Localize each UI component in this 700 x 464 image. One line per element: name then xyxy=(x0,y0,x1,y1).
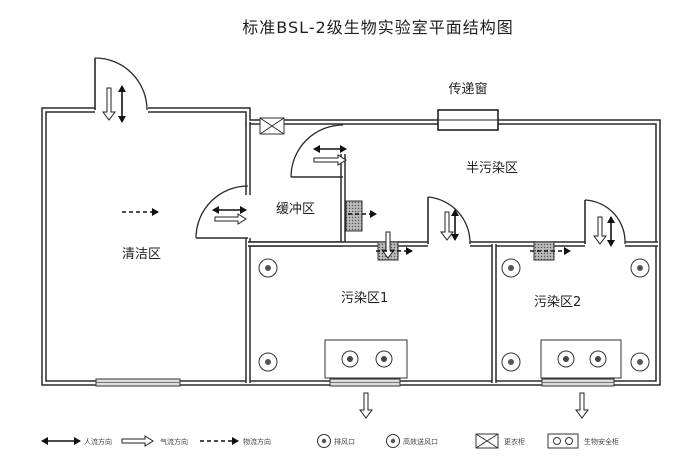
contaminated-zone-2-label: 污染区2 xyxy=(534,295,581,310)
biosafety-cabinets xyxy=(324,339,622,379)
buffer-zone-label: 缓冲区 xyxy=(276,202,315,217)
cabinet-box-icon xyxy=(259,117,285,135)
legend-exhaust-filter: 排风口 xyxy=(334,437,355,446)
legend-person-flow: 人流方向 xyxy=(84,437,112,446)
page-title: 标准BSL-2级生物实验室平面结构图 xyxy=(242,18,513,37)
person-flow-arrows xyxy=(118,85,615,247)
pass-window-label: 传递窗 xyxy=(448,81,487,97)
windows xyxy=(95,378,615,387)
legend-hepa-supply: 高效送风口 xyxy=(403,437,438,446)
clean-zone-label: 清洁区 xyxy=(122,247,161,262)
legend-air-flow: 气流方向 xyxy=(160,437,188,446)
exhaust-filter-icons xyxy=(258,258,650,372)
legend: 人流方向 气流方向 物流方向 排风口 高效送风口 更衣柜 生物安全柜 xyxy=(41,433,619,449)
pass-window: 传递窗 xyxy=(437,81,499,131)
semi-contaminated-zone-label: 半污染区 xyxy=(466,161,518,176)
legend-shoe-cabinet: 更衣柜 xyxy=(504,437,525,446)
legend-biosafety-cabinet: 生物安全柜 xyxy=(584,437,619,446)
doors xyxy=(94,57,626,245)
material-flow-arrows xyxy=(122,208,571,255)
contaminated-zone-1-label: 污染区1 xyxy=(341,291,388,306)
legend-material-flow: 物流方向 xyxy=(243,437,271,446)
